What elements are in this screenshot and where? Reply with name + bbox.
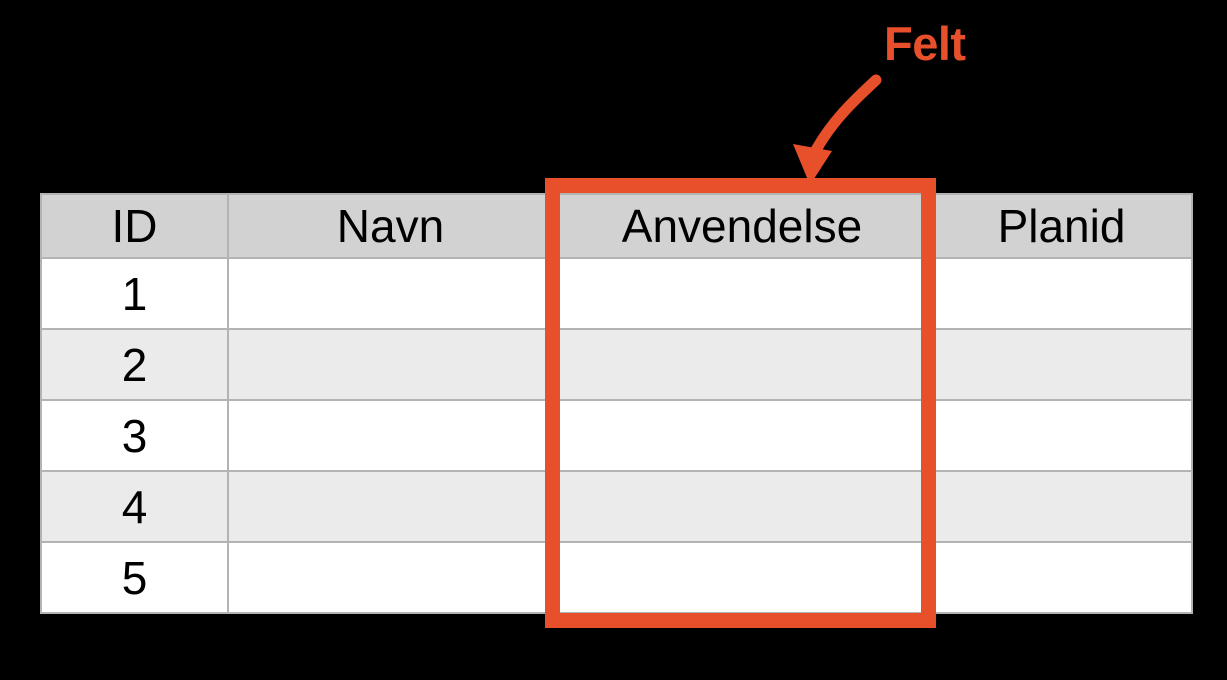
cell-id: 3 — [40, 399, 229, 472]
cell-planid — [930, 541, 1193, 614]
cell-anvendelse — [552, 328, 932, 401]
cell-planid — [930, 257, 1193, 330]
table-row: 4 — [40, 470, 1193, 543]
cell-navn — [227, 257, 554, 330]
cell-navn — [227, 399, 554, 472]
cell-anvendelse — [552, 257, 932, 330]
table-row: 1 — [40, 257, 1193, 330]
table-row: 2 — [40, 328, 1193, 401]
table-header-row: ID Navn Anvendelse Planid — [40, 193, 1193, 259]
cell-anvendelse — [552, 399, 932, 472]
header-cell-id: ID — [40, 193, 229, 259]
cell-planid — [930, 399, 1193, 472]
header-cell-planid: Planid — [930, 193, 1193, 259]
cell-anvendelse — [552, 541, 932, 614]
annotation-label: Felt — [884, 17, 966, 70]
data-table: ID Navn Anvendelse Planid 1 2 3 — [40, 193, 1193, 614]
cell-planid — [930, 328, 1193, 401]
cell-id: 2 — [40, 328, 229, 401]
cell-id: 5 — [40, 541, 229, 614]
cell-navn — [227, 470, 554, 543]
cell-anvendelse — [552, 470, 932, 543]
cell-navn — [227, 541, 554, 614]
cell-navn — [227, 328, 554, 401]
cell-id: 4 — [40, 470, 229, 543]
table-row: 5 — [40, 541, 1193, 614]
table-row: 3 — [40, 399, 1193, 472]
header-cell-anvendelse: Anvendelse — [552, 193, 932, 259]
cell-id: 1 — [40, 257, 229, 330]
cell-planid — [930, 470, 1193, 543]
header-cell-navn: Navn — [227, 193, 554, 259]
